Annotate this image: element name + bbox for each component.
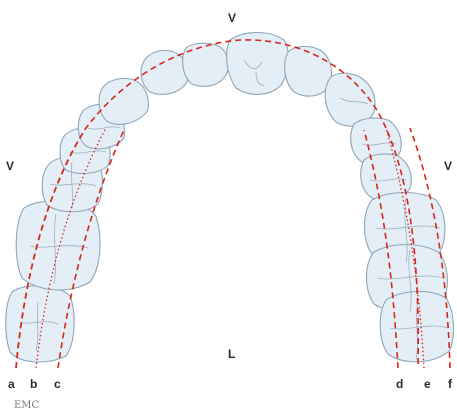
label-d: d <box>396 377 403 391</box>
tooth-left-molar-3 <box>6 286 74 362</box>
tooth-left-molar-2 <box>16 201 100 290</box>
label-e: e <box>424 377 431 391</box>
tooth-right-central-incisor <box>227 33 289 95</box>
label-center-l: L <box>228 347 235 361</box>
label-f: f <box>448 377 453 391</box>
label-b: b <box>30 377 37 391</box>
tooth-left-lateral-incisor <box>141 50 188 94</box>
label-a: a <box>8 377 15 391</box>
tooth-right-lateral-incisor <box>285 46 332 96</box>
tooth-left-central-incisor <box>183 43 229 86</box>
tooth-left-canine <box>99 78 148 124</box>
label-c: c <box>54 377 61 391</box>
label-right-v: V <box>444 159 452 173</box>
teeth-right <box>227 33 454 362</box>
label-top-v: V <box>228 11 236 25</box>
watermark-logo: EMC <box>14 400 40 411</box>
teeth-left <box>6 43 229 362</box>
label-left-v: V <box>6 159 14 173</box>
